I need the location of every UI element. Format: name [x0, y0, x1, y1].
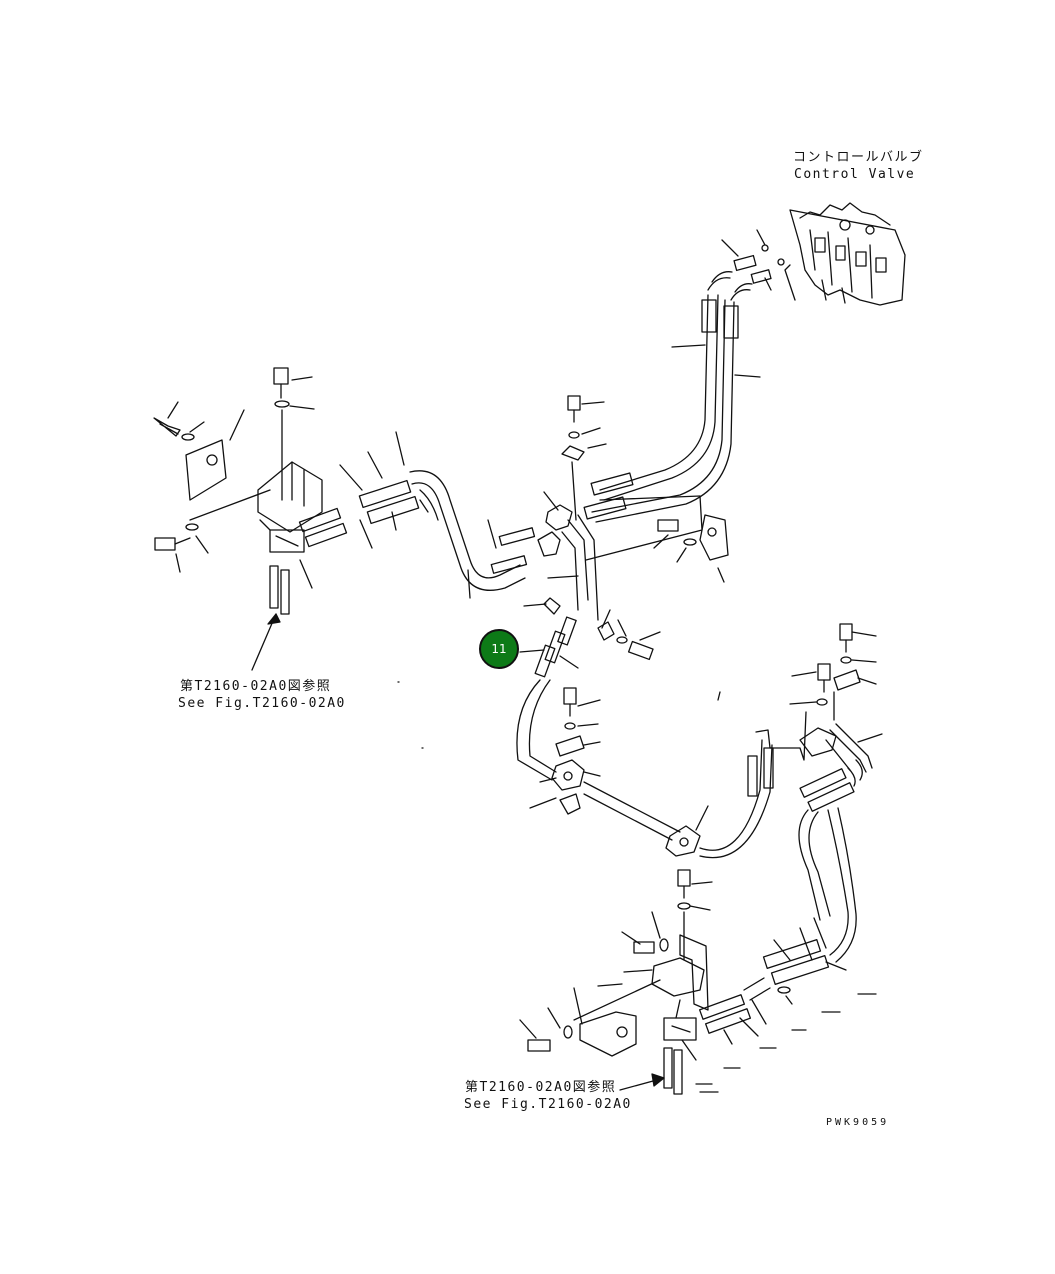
left-bracket-assembly [153, 367, 323, 615]
reference-bottom-jp: 第T2160-02A0図参照 [465, 1080, 617, 1095]
hoses-middle [516, 616, 579, 781]
reference-bottom-en: See Fig.T2160-02A0 [464, 1097, 632, 1112]
part-callout-11[interactable]: 11 [479, 629, 519, 669]
control-valve-fittings [707, 229, 796, 301]
drawing-code: PWK9059 [826, 1117, 890, 1128]
specks [397, 681, 424, 749]
reference-left-jp: 第T2160-02A0図参照 [180, 679, 332, 694]
control-valve-label-jp: コントロールバルブ [793, 150, 924, 165]
lower-bracket-assembly [519, 869, 713, 1095]
control-valve-label-en: Control Valve [794, 167, 916, 182]
hoses-left [298, 431, 536, 599]
control-valve [789, 202, 906, 306]
reference-arrows [251, 613, 665, 1091]
hoses-lower [695, 917, 877, 1093]
mid-pipe-assembly [529, 687, 807, 859]
reference-left-en: See Fig.T2160-02A0 [178, 696, 346, 711]
right-clamp-assembly [789, 623, 883, 963]
center-tee-block [523, 395, 729, 661]
hoses-upper [583, 294, 761, 523]
